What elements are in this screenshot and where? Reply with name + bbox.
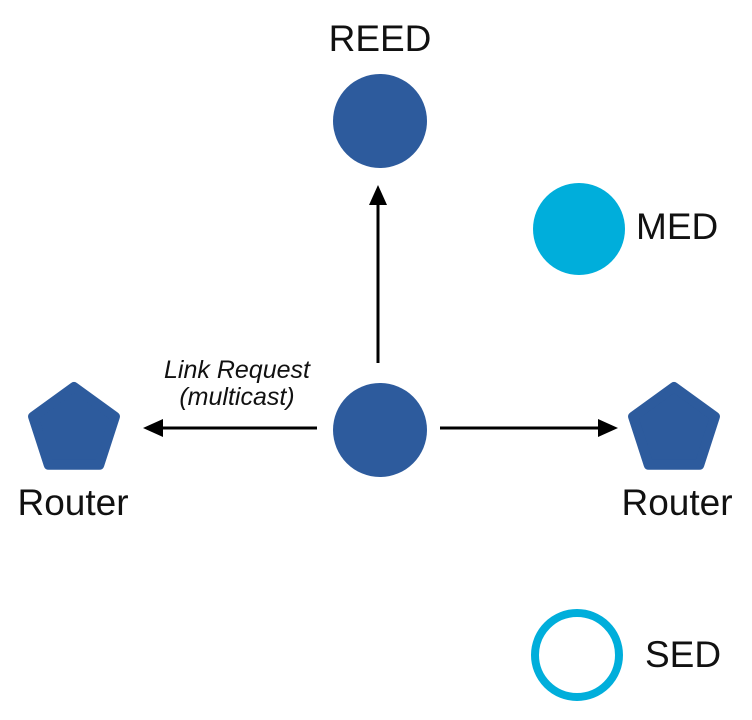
sed-label: SED — [645, 634, 722, 675]
med-node-circle — [533, 183, 625, 275]
router-left-label: Router — [17, 482, 129, 523]
sed-node-ring — [531, 609, 623, 701]
router-right-pentagon — [628, 382, 720, 470]
link-request-annotation: Link Request (multicast) — [137, 357, 337, 411]
reed-node-circle — [333, 74, 427, 168]
reed-label: REED — [328, 18, 432, 59]
center-node-circle — [333, 383, 427, 477]
link-request-annotation-line1: Link Request — [164, 356, 310, 384]
arrow-left-head-icon — [143, 419, 163, 437]
arrow-up-head-icon — [369, 185, 387, 205]
link-request-annotation-line2: (multicast) — [179, 383, 295, 411]
arrow-right-head-icon — [598, 419, 618, 437]
med-label: MED — [636, 206, 719, 247]
router-left-pentagon — [28, 382, 120, 470]
router-right-label: Router — [621, 482, 733, 523]
